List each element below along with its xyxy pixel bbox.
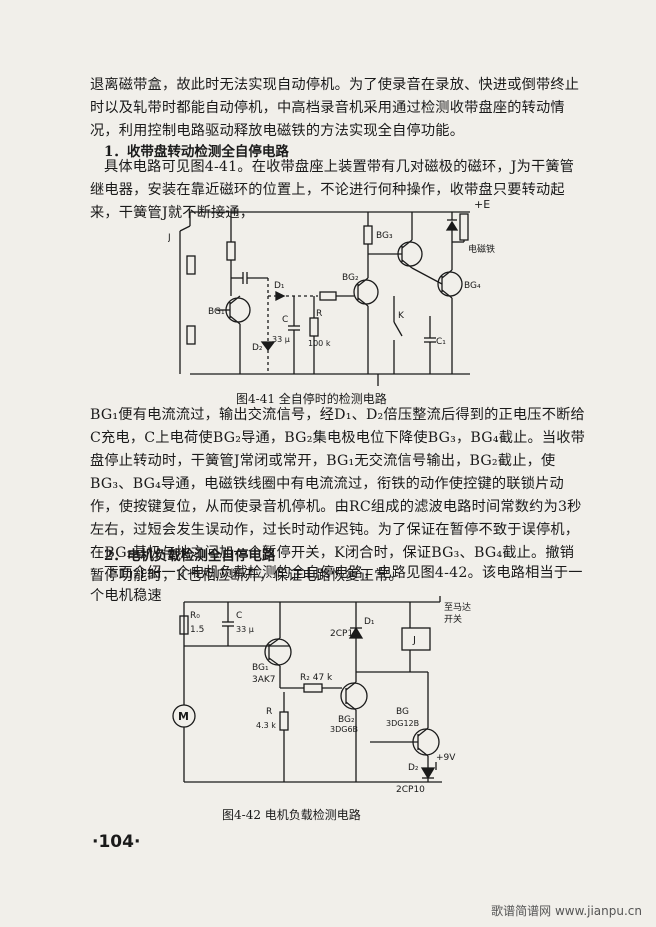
bg4-label: BG₄ xyxy=(464,281,481,291)
r-value-2: 4.3 k xyxy=(256,721,276,730)
watermark: 歌谱简谱网 www.jianpu.cn xyxy=(491,904,642,918)
paragraph-3: BG₁便有电流流过，输出交流信号，经D₁、D₂倍压整流后得到的正电压不断给C充电… xyxy=(90,407,586,584)
bg-type: 3DG12B xyxy=(386,719,419,728)
to-motor-switch-1: 至马达 xyxy=(444,601,471,613)
figure-4-42-circuit: M R₀ 1.5 C 33 μ BG₁ 3AK7 D₁ 2CP10 至马达 开关… xyxy=(172,596,471,795)
j-label-2: J xyxy=(412,635,416,646)
c1-label: C₁ xyxy=(436,337,446,347)
paragraph-1: 退离磁带盒，故此时无法实现自动停机。为了使录音在录放、快进或倒带终止时以及轧带时… xyxy=(90,77,580,139)
r0-label: R₀ xyxy=(190,611,200,621)
paragraph-2: 具体电路可见图4-41。在收带盘座上装置带有几对磁极的磁环，J为干簧管继电器，安… xyxy=(90,159,575,221)
relay-label: 电磁铁 xyxy=(468,243,495,255)
r-label: R xyxy=(316,309,322,319)
r0-value: 1.5 xyxy=(190,625,204,635)
supply-label: +E xyxy=(474,198,490,211)
r2-label: R₂ 47 k xyxy=(300,673,333,683)
c-label: C xyxy=(282,315,288,325)
d1-label-2: D₁ xyxy=(364,617,375,627)
d2-label: D₂ xyxy=(252,343,263,353)
d1-type: 2CP10 xyxy=(330,629,359,639)
vcc-label: +9V xyxy=(436,753,456,763)
r-value: 100 k xyxy=(308,339,331,348)
r-label-2: R xyxy=(266,707,272,717)
section-heading-2: 2．电机负载检测全自停电路 xyxy=(104,548,276,564)
k-label: K xyxy=(398,311,405,321)
figure-4-41-circuit: +E 电磁铁 BG₁ BG₂ BG₃ BG₄ D₁ D₂ C 33 μ R 10… xyxy=(168,198,495,386)
c-value-2: 33 μ xyxy=(236,625,254,634)
bg1-label: BG₁ xyxy=(208,307,225,317)
d2-label-2: D₂ xyxy=(408,763,419,773)
d1-label: D₁ xyxy=(274,281,285,291)
bg1-label-2: BG₁ xyxy=(252,663,269,673)
bg-label: BG xyxy=(396,707,409,717)
j-label: J xyxy=(168,233,171,243)
bg3-label: BG₃ xyxy=(376,231,393,241)
bg1-type: 3AK7 xyxy=(252,675,276,685)
c-label-2: C xyxy=(236,611,242,621)
section-heading-1: 1．收带盘转动检测全自停电路 xyxy=(104,144,289,160)
bg2-label: BG₂ xyxy=(342,273,359,283)
c-value: 33 μ xyxy=(272,335,290,344)
bg2-type: 3DG6B xyxy=(330,725,358,734)
bg2-label-2: BG₂ xyxy=(338,715,355,725)
motor-label: M xyxy=(178,710,189,723)
page-number: ·104· xyxy=(92,832,141,852)
to-motor-switch-2: 开关 xyxy=(444,613,462,625)
figure-4-42-caption: 图4-42 电机负载检测电路 xyxy=(222,808,361,822)
d2-type: 2CP10 xyxy=(396,785,425,795)
paragraph-4: 下面介绍一个电机负载检测的全自停电路，电路见图4-42。该电路相当于一个电机稳速 xyxy=(90,565,583,604)
figure-4-41-caption: 图4-41 全自停时的检测电路 xyxy=(236,392,387,406)
